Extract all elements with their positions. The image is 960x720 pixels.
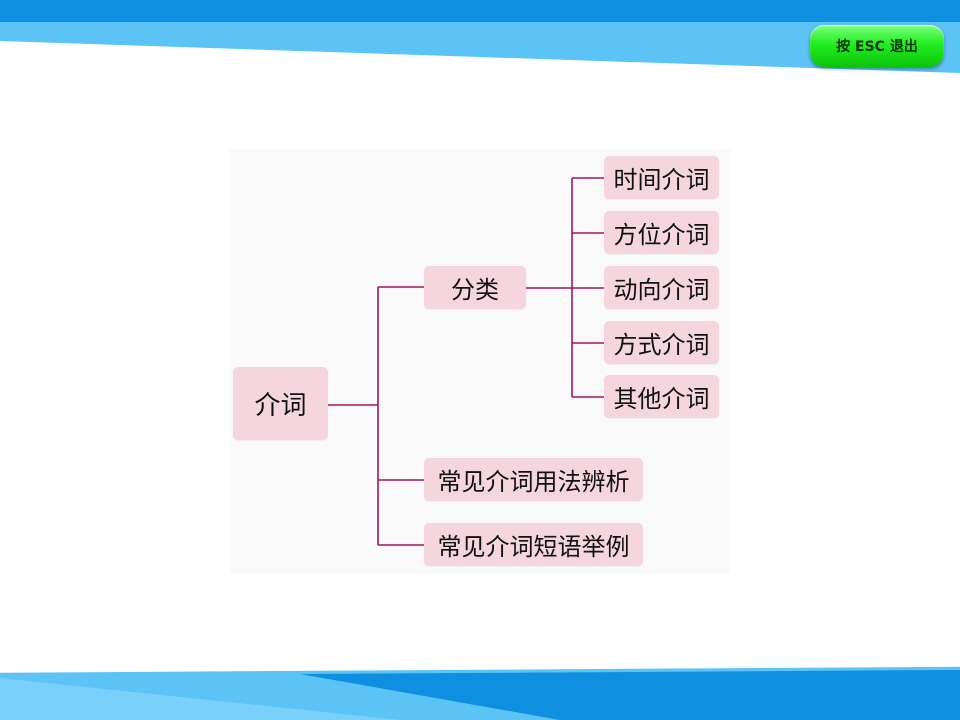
root-node: 介词 [233, 367, 328, 440]
leaf-node-manner: 方式介词 [604, 321, 719, 364]
topic-node-usage: 常见介词用法辨析 [424, 458, 643, 501]
bottom-banner [0, 665, 960, 720]
leaf-node-other: 其他介词 [604, 375, 719, 418]
leaf-node-position: 方位介词 [604, 211, 719, 254]
classification-node: 分类 [424, 266, 526, 309]
exit-button[interactable]: 按 ESC 退出 [810, 25, 944, 67]
leaf-node-time: 时间介词 [604, 156, 719, 199]
leaf-node-direction: 动向介词 [604, 266, 719, 309]
top-banner [0, 0, 960, 75]
topic-node-phrases: 常见介词短语举例 [424, 523, 643, 566]
